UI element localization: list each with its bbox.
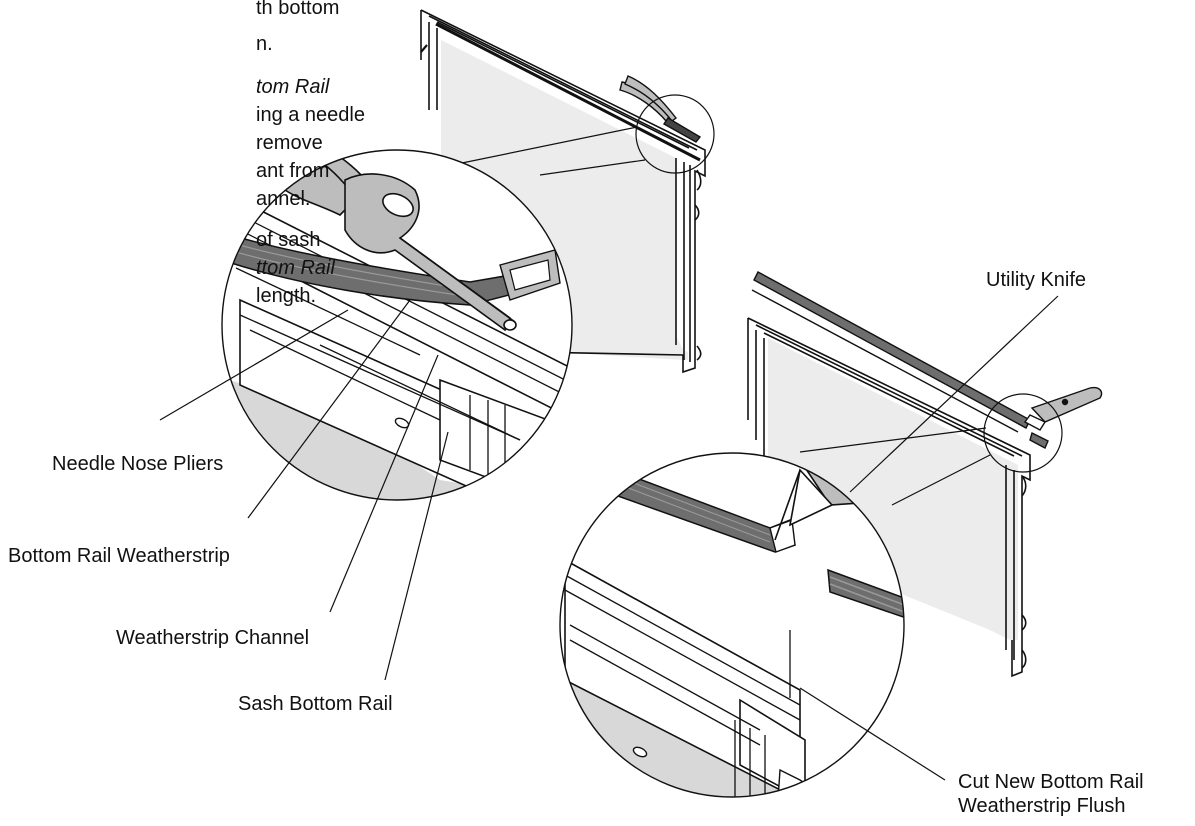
instruction-line-5: remove	[256, 132, 323, 154]
cut-weatherstrip-piece	[827, 568, 904, 623]
detail-connector-left	[461, 126, 638, 164]
instruction-line-7: annel.	[256, 188, 311, 210]
label-needle-nose-pliers: Needle Nose Pliers	[52, 453, 224, 475]
detail-connector-left-lower	[539, 159, 646, 176]
label-cut-new-line-1: Cut New Bottom Rail	[958, 771, 1144, 793]
instruction-line-9: ttom Rail	[256, 257, 335, 279]
label-bottom-rail-weatherstrip: Bottom Rail Weatherstrip	[8, 545, 230, 567]
left-detail-circle-border	[221, 149, 573, 501]
small-pliers-icon	[619, 75, 702, 143]
instruction-line-8: of sash	[256, 229, 321, 251]
balance-roller	[540, 431, 570, 469]
bottom-detail-marker-circle	[983, 393, 1063, 473]
instruction-line-1: th bottom	[256, 0, 340, 19]
right-detail-circle-border	[559, 452, 905, 798]
label-weatherstrip-channel: Weatherstrip Channel	[116, 627, 310, 649]
instruction-line-2: n.	[256, 33, 273, 55]
left-detail-view	[222, 150, 572, 500]
instruction-line-3: tom Rail	[256, 76, 330, 98]
instruction-line-10: length.	[256, 285, 317, 307]
instruction-line-4: ing a needle	[256, 104, 365, 126]
label-utility-knife: Utility Knife	[986, 269, 1087, 291]
detail-connector-right-lower	[891, 454, 991, 506]
label-cut-new-line-2: Weatherstrip Flush	[958, 795, 1126, 817]
left-leader-lines	[159, 299, 449, 681]
right-leader-lines	[799, 295, 1059, 781]
label-sash-bottom-rail: Sash Bottom Rail	[238, 693, 393, 715]
instruction-line-6: ant from	[256, 160, 330, 182]
small-utility-knife-icon	[1023, 386, 1103, 431]
detail-connector-right	[799, 427, 987, 453]
new-weatherstrip-strip	[751, 271, 1049, 449]
top-detail-marker-circle	[635, 94, 715, 174]
